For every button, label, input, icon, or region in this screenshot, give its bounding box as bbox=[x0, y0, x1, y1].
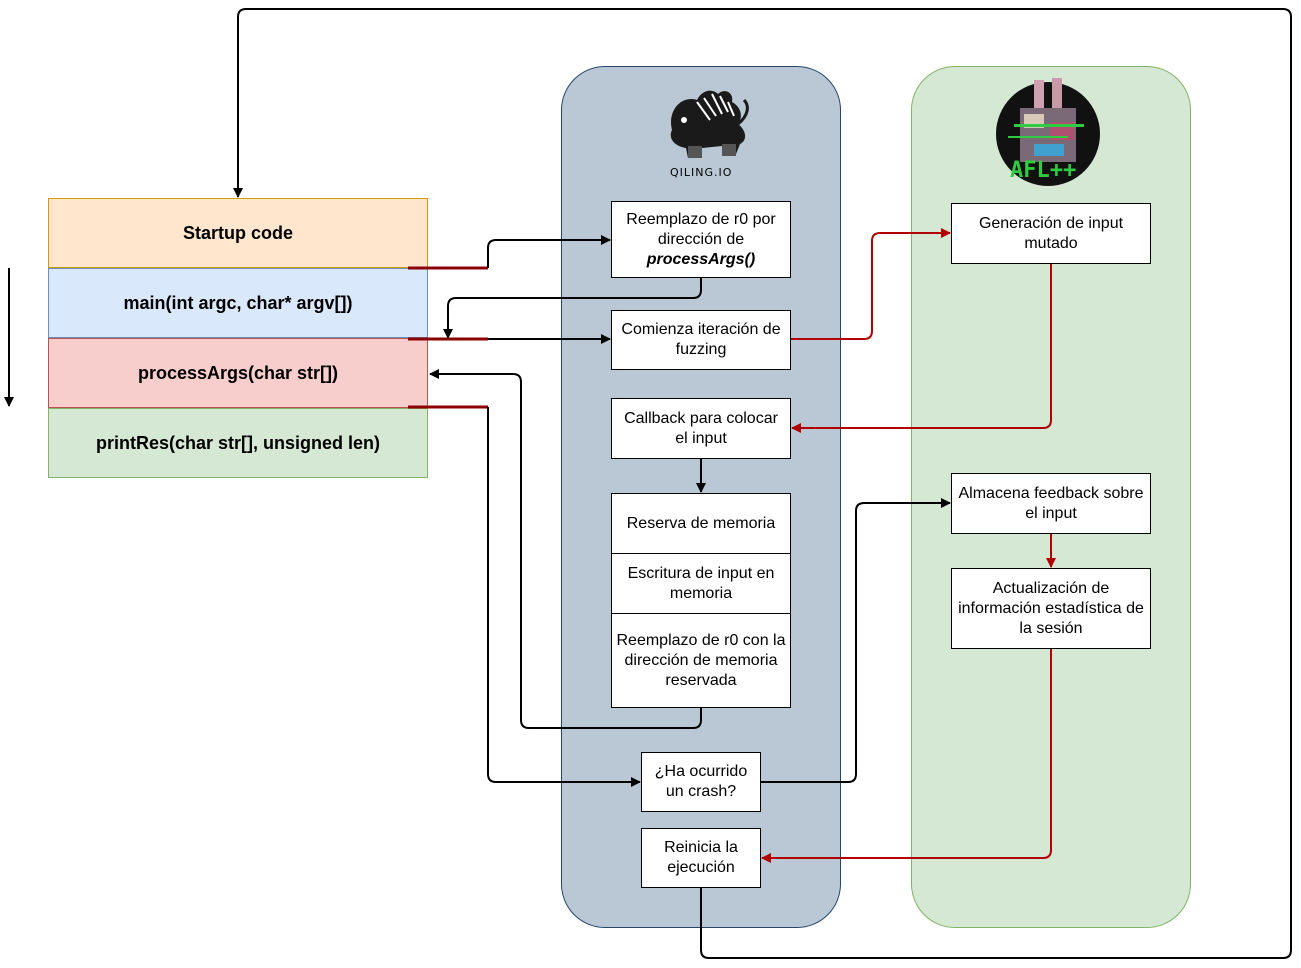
almacena-feedback-box: Almacena feedback sobre el input bbox=[951, 473, 1151, 534]
actualizacion-to-reinicia-arrow bbox=[761, 649, 1052, 863]
printres-to-crash-arrow bbox=[487, 407, 641, 787]
reemplazo-r0-text: Reemplazo de r0 por dirección de bbox=[626, 210, 776, 248]
reinicia-to-startup-arrow bbox=[233, 8, 1292, 959]
generacion-input-text: Generación de input mutado bbox=[978, 214, 1124, 252]
processargs-function-block: processArgs(char str[]) bbox=[48, 338, 428, 408]
startup-code-block: Startup code bbox=[48, 198, 428, 268]
main-function-block: main(int argc, char* argv[]) bbox=[48, 268, 428, 338]
callback-input-text: Callback para colocar el input bbox=[624, 409, 778, 447]
qiling-dragon-icon bbox=[670, 90, 749, 158]
crash-check-box: ¿Ha ocurrido un crash? bbox=[641, 752, 761, 812]
reemplazo-memoria-box: Reemplazo de r0 con la dirección de memo… bbox=[611, 613, 791, 708]
reinicia-ejecucion-text: Reinicia la ejecución bbox=[664, 839, 738, 876]
qiling-logo-caption: QILING.IO bbox=[670, 166, 733, 179]
escritura-input-text: Escritura de input en memoria bbox=[627, 564, 775, 602]
generacion-to-callback-arrow bbox=[791, 264, 1052, 433]
main-function-label: main(int argc, char* argv[]) bbox=[123, 292, 353, 313]
comienza-iteracion-text: Comienza iteración de fuzzing bbox=[621, 321, 781, 358]
processargs-function-label: processArgs(char str[]) bbox=[137, 362, 339, 383]
reemplazo-to-processargs-arrow bbox=[443, 278, 702, 339]
aflplusplus-logo-caption: AFL++ bbox=[1010, 158, 1077, 183]
processargs-func-text: processArgs() bbox=[646, 250, 756, 268]
escritura-input-box: Escritura de input en memoria bbox=[611, 553, 791, 614]
actualizacion-estadistica-text: Actualización de información estadística… bbox=[958, 579, 1144, 637]
generacion-input-box: Generación de input mutado bbox=[951, 203, 1151, 264]
actualizacion-estadistica-box: Actualización de información estadística… bbox=[951, 568, 1151, 649]
main-to-reemplazo-arrow bbox=[487, 235, 611, 268]
aflplusplus-logo: AFL++ bbox=[994, 74, 1104, 186]
reemplazo-r0-box: Reemplazo de r0 por dirección de process… bbox=[611, 201, 791, 278]
reserva-memoria-box: Reserva de memoria bbox=[611, 493, 791, 554]
reemplazo-memoria-text: Reemplazo de r0 con la dirección de memo… bbox=[616, 631, 786, 689]
qiling-logo: QILING.IO bbox=[652, 80, 752, 180]
reinicia-ejecucion-box: Reinicia la ejecución bbox=[641, 828, 761, 888]
comienza-iteracion-box: Comienza iteración de fuzzing bbox=[611, 310, 791, 370]
aflplusplus-rabbit-icon bbox=[996, 78, 1100, 186]
reemplazo-mem-to-processargs-arrow bbox=[429, 369, 702, 729]
callback-input-box: Callback para colocar el input bbox=[611, 398, 791, 459]
almacena-feedback-text: Almacena feedback sobre el input bbox=[958, 484, 1144, 522]
reserva-memoria-text: Reserva de memoria bbox=[626, 514, 776, 532]
printres-function-label: printRes(char str[], unsigned len) bbox=[95, 432, 381, 453]
printres-function-block: printRes(char str[], unsigned len) bbox=[48, 408, 428, 478]
crash-to-almacena-arrow bbox=[761, 498, 951, 783]
crash-check-text: ¿Ha ocurrido un crash? bbox=[654, 763, 748, 800]
startup-code-label: Startup code bbox=[182, 222, 293, 243]
comienza-to-generacion-arrow bbox=[791, 228, 951, 340]
